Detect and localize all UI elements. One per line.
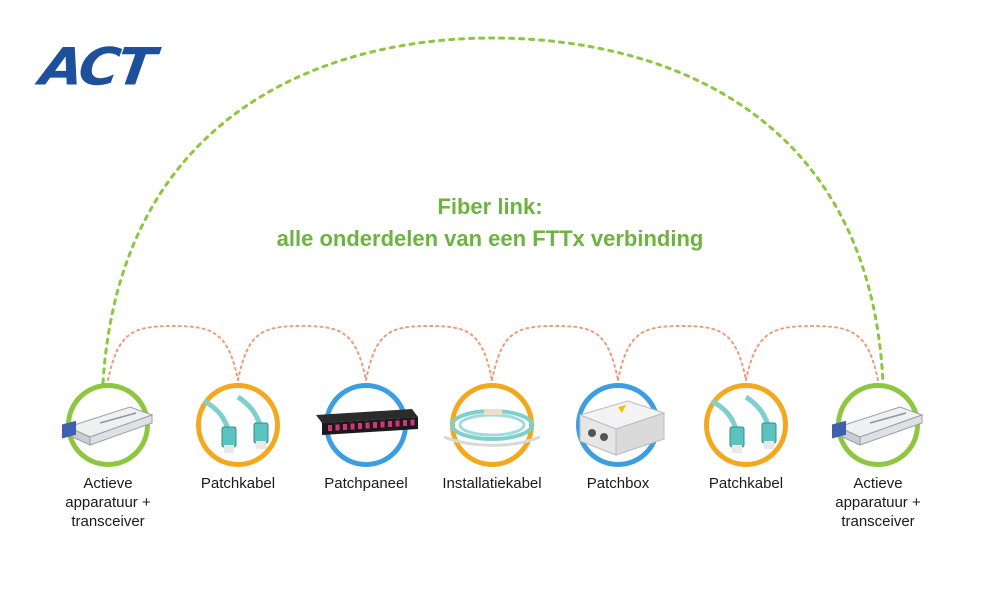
link-arc-4 <box>491 324 619 381</box>
fiber-link-arc <box>101 36 885 385</box>
label-line: Patchpaneel <box>324 475 408 492</box>
component-label-patch-panel: Patchpaneel <box>301 474 431 493</box>
patch-box-icon <box>578 400 666 456</box>
link-arc-2 <box>237 324 367 381</box>
panel-port <box>380 421 385 428</box>
component-patch-cable-2 <box>704 383 788 467</box>
component-patch-panel <box>316 383 418 467</box>
panel-port <box>373 422 377 428</box>
label-line: Patchbox <box>586 475 650 492</box>
label-line: Patchkabel <box>708 475 784 492</box>
sfp-transceiver-icon <box>62 406 154 446</box>
diagram-subtitle: alle onderdelen van een FTTx verbinding <box>276 226 704 251</box>
sfp-transceiver-icon <box>832 406 924 446</box>
act-logo: ACT <box>36 37 157 98</box>
label-line: Actieve <box>853 475 903 492</box>
component-label-active-equipment-right: Actieve apparatuur + transceiver <box>813 474 943 531</box>
panel-port <box>395 420 400 427</box>
panel-port <box>388 421 392 427</box>
label-line: Installatiekabel <box>442 475 542 492</box>
label-line: Actieve <box>83 475 133 492</box>
panel-port <box>403 420 407 426</box>
link-arc-1 <box>107 324 239 381</box>
link-arc-5 <box>617 324 747 381</box>
component-label-installation-cable: Installatiekabel <box>427 474 557 493</box>
link-arc-6 <box>745 324 879 381</box>
component-active-equipment-left <box>62 383 154 467</box>
panel-port <box>328 425 332 431</box>
component-active-equipment-right <box>832 383 924 467</box>
component-label-patch-cable-2: Patchkabel <box>681 474 811 493</box>
panel-port <box>350 423 355 430</box>
label-line: apparatuur + <box>835 494 921 511</box>
label-line: transceiver <box>841 513 915 530</box>
link-arc-3 <box>365 324 493 381</box>
panel-port <box>335 424 340 431</box>
component-label-patch-cable-1: Patchkabel <box>173 474 303 493</box>
diagram-title: Fiber link: <box>437 194 543 219</box>
label-line: transceiver <box>71 513 145 530</box>
component-patch-box <box>576 383 666 467</box>
component-installation-cable <box>443 383 541 467</box>
component-patch-cable-1 <box>196 383 280 467</box>
panel-port <box>358 423 362 429</box>
lc-duplex-patch-cable-icon <box>202 394 269 453</box>
label-line: apparatuur + <box>65 494 151 511</box>
panel-port <box>410 419 415 426</box>
ring <box>450 383 534 467</box>
lc-duplex-patch-cable-icon <box>710 394 777 453</box>
label-line: Patchkabel <box>200 475 276 492</box>
component-label-patch-box: Patchbox <box>553 474 683 493</box>
component-label-active-equipment-left: Actieve apparatuur + transceiver <box>43 474 173 531</box>
patch-panel-icon <box>316 409 418 435</box>
panel-port <box>365 422 370 429</box>
panel-port <box>343 424 347 430</box>
fiber-installation-cable-icon <box>443 409 541 447</box>
component-links <box>107 324 879 381</box>
